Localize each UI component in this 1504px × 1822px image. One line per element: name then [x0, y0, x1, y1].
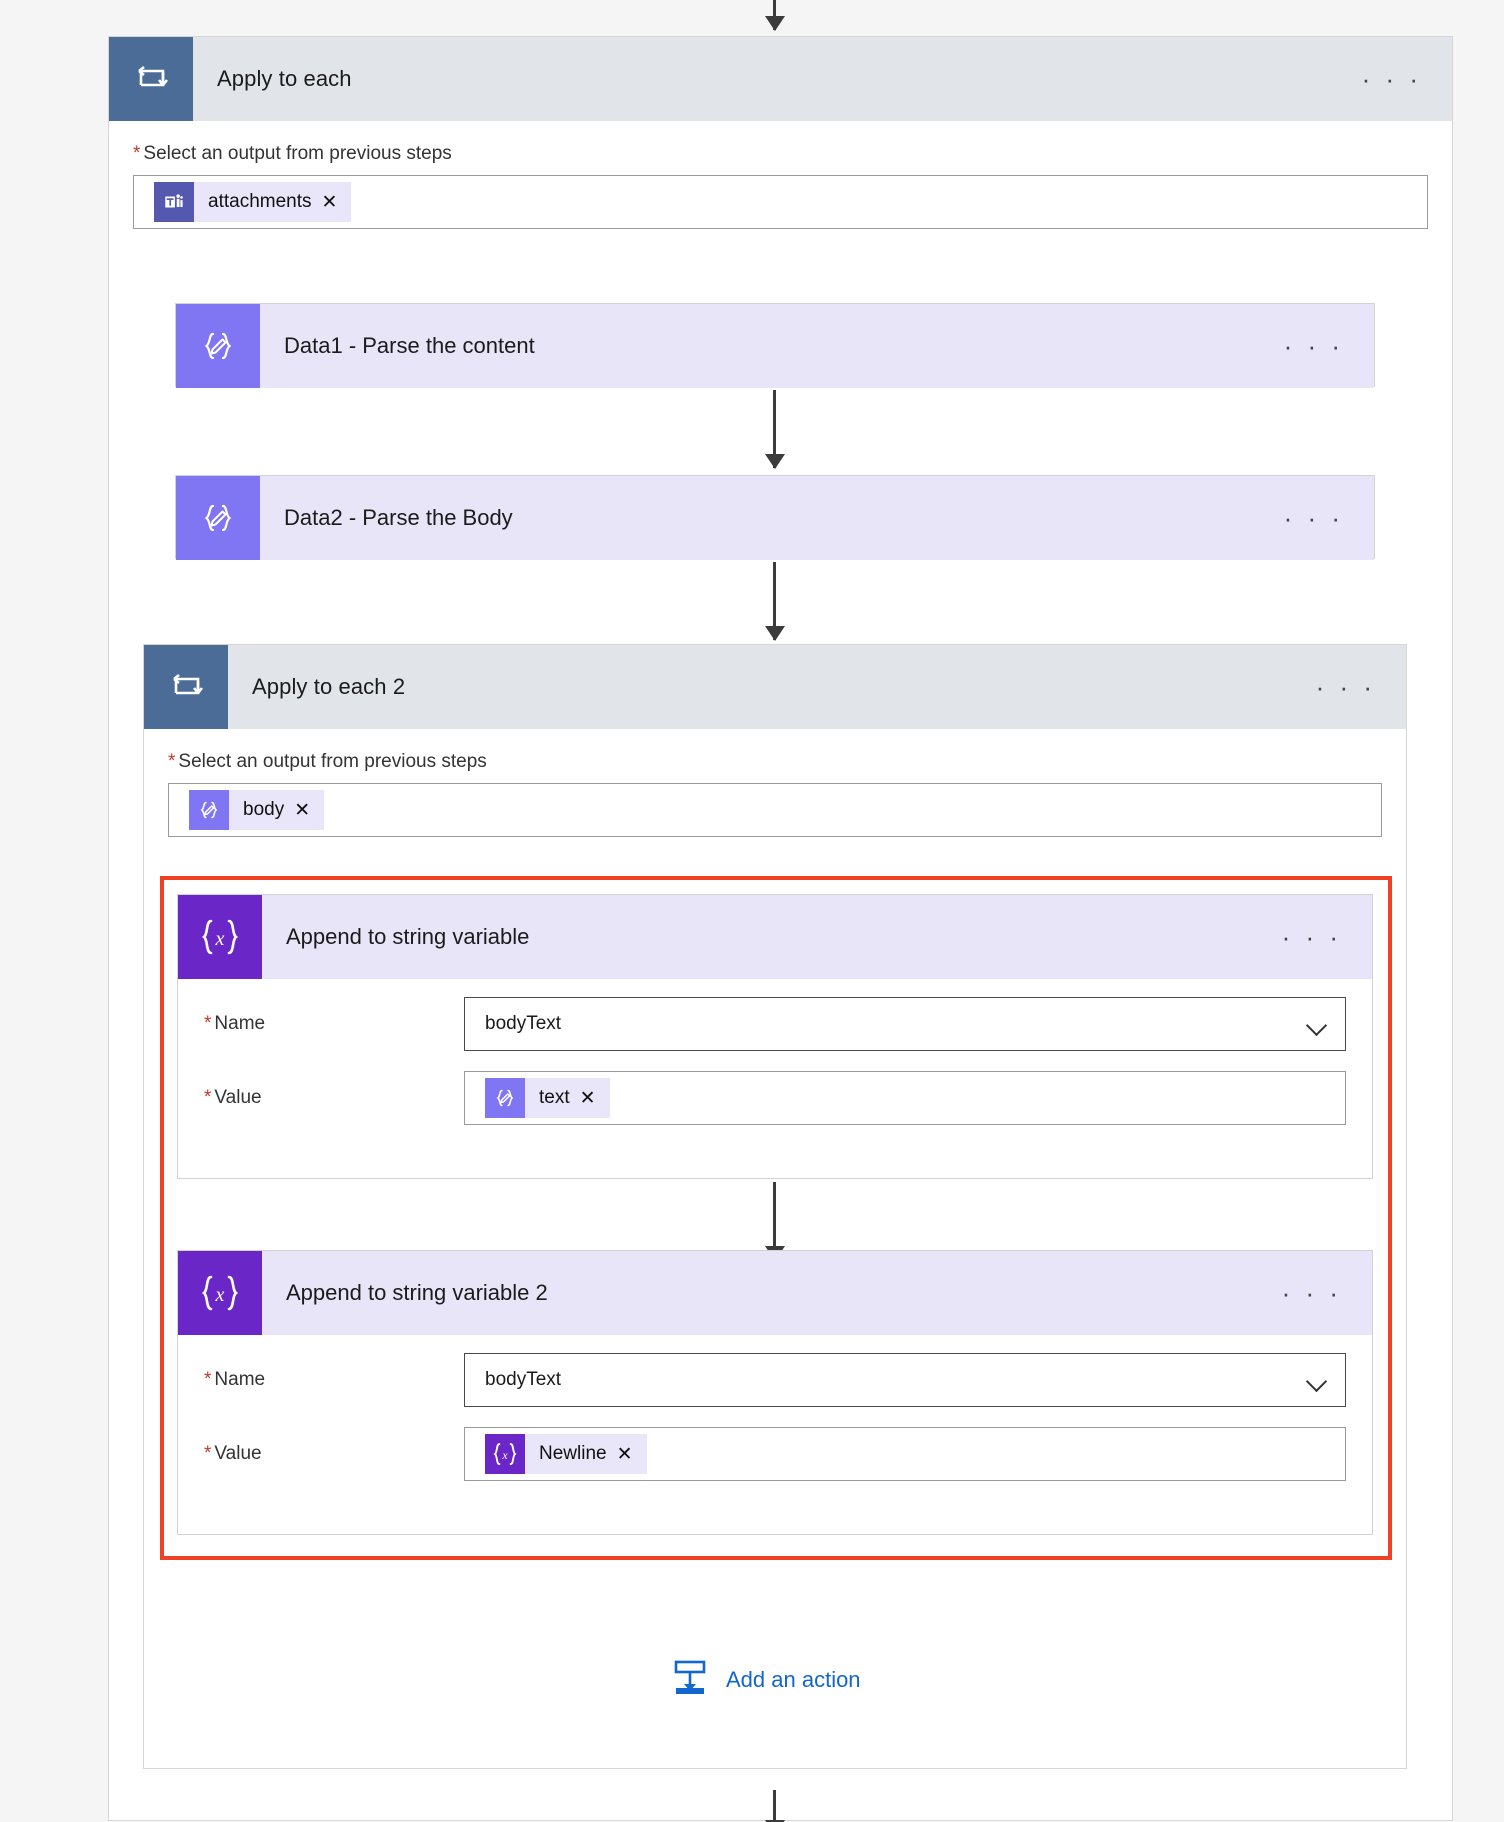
- append-1-name-control: bodyText: [464, 997, 1346, 1051]
- apply-to-each-menu-button[interactable]: · · ·: [1361, 63, 1422, 94]
- required-asterisk: *: [204, 1013, 212, 1034]
- append-1-menu-button[interactable]: · · ·: [1281, 921, 1342, 952]
- required-asterisk: *: [168, 751, 176, 772]
- append-1-body: *Name bodyText *Value: [178, 979, 1372, 1151]
- append-2-title: Append to string variable 2: [286, 1280, 548, 1305]
- append-1-value-label: *Value: [204, 1087, 464, 1109]
- outer-loop-field-label: *Select an output from previous steps: [133, 143, 1428, 165]
- append-2-value-input[interactable]: x Newline ✕: [464, 1427, 1346, 1481]
- required-asterisk: *: [133, 143, 141, 164]
- append-2-value-control: x Newline ✕: [464, 1427, 1346, 1481]
- append-2-value-row: *Value x Newline: [204, 1427, 1346, 1481]
- add-an-action-label: Add an action: [726, 1666, 861, 1692]
- token-body[interactable]: body ✕: [189, 790, 325, 830]
- apply-to-each-header[interactable]: Apply to each · · ·: [109, 37, 1452, 121]
- parse-content-header[interactable]: Data1 - Parse the content · · ·: [176, 304, 1374, 388]
- variables-icon: x: [485, 1434, 525, 1474]
- outer-loop-field-label-text: Select an output from previous steps: [143, 143, 452, 164]
- append-2-name-label-text: Name: [214, 1369, 266, 1390]
- svg-text:x: x: [501, 1448, 508, 1462]
- token-text-label: text: [539, 1087, 570, 1108]
- token-text-remove-icon[interactable]: ✕: [579, 1087, 596, 1109]
- token-body-remove-icon[interactable]: ✕: [294, 799, 311, 821]
- token-attachments[interactable]: attachments ✕: [154, 182, 352, 222]
- parse-body-header[interactable]: Data2 - Parse the Body · · ·: [176, 476, 1374, 560]
- append-1-name-label-text: Name: [214, 1013, 266, 1034]
- append-1-value-control: text ✕: [464, 1071, 1346, 1125]
- append-1-name-select[interactable]: bodyText: [464, 997, 1346, 1051]
- parse-body-menu-button[interactable]: · · ·: [1283, 502, 1344, 533]
- inner-loop-field-label-text: Select an output from previous steps: [178, 751, 487, 772]
- append-2-body: *Name bodyText *Value: [178, 1335, 1372, 1507]
- required-asterisk: *: [204, 1369, 212, 1390]
- append-1-value-input[interactable]: text ✕: [464, 1071, 1346, 1125]
- append-1-value-label-text: Value: [214, 1087, 262, 1108]
- parse-body-title: Data2 - Parse the Body: [284, 505, 513, 530]
- variables-icon: x: [178, 895, 262, 979]
- append-2-name-select[interactable]: bodyText: [464, 1353, 1346, 1407]
- token-attachments-label: attachments: [208, 191, 312, 212]
- parse-json-icon: [485, 1078, 525, 1118]
- svg-text:x: x: [215, 928, 225, 950]
- append-1-name-row: *Name bodyText: [204, 997, 1346, 1051]
- append-1-value-row: *Value text: [204, 1071, 1346, 1125]
- append-1-header[interactable]: x Append to string variable · · ·: [178, 895, 1372, 979]
- action-card-parse-content[interactable]: Data1 - Parse the content · · ·: [175, 303, 1375, 388]
- token-attachments-remove-icon[interactable]: ✕: [321, 191, 338, 213]
- apply-to-each-body: *Select an output from previous steps: [109, 121, 1452, 239]
- svg-text:x: x: [215, 1284, 225, 1306]
- apply-to-each-2-menu-button[interactable]: · · ·: [1315, 671, 1376, 702]
- connector-arrow-parse-content-to-parse-body: [773, 390, 776, 468]
- variables-icon: x: [178, 1251, 262, 1335]
- append-2-header[interactable]: x Append to string variable 2 · · ·: [178, 1251, 1372, 1335]
- action-card-append-to-string-variable[interactable]: x Append to string variable · · · *Name …: [177, 894, 1373, 1179]
- append-2-menu-button[interactable]: · · ·: [1281, 1277, 1342, 1308]
- parse-content-title: Data1 - Parse the content: [284, 333, 535, 358]
- append-2-value-label-text: Value: [214, 1443, 262, 1464]
- add-an-action-button[interactable]: Add an action: [668, 1655, 861, 1704]
- apply-to-each-2-body: *Select an output from previous steps bo…: [144, 729, 1406, 847]
- connector-arrow-out-of-outer-loop: [773, 1790, 776, 1822]
- parse-json-icon: [176, 304, 260, 388]
- apply-to-each-title: Apply to each: [217, 66, 352, 91]
- token-newline-label: Newline: [539, 1443, 607, 1464]
- loop-icon: [144, 645, 228, 729]
- chevron-down-icon[interactable]: [1307, 1374, 1329, 1386]
- apply-to-each-2-title: Apply to each 2: [252, 674, 406, 699]
- append-2-name-value: bodyText: [485, 1369, 562, 1390]
- action-card-parse-body[interactable]: Data2 - Parse the Body · · ·: [175, 475, 1375, 560]
- outer-loop-token-input[interactable]: attachments ✕: [133, 175, 1428, 229]
- token-text[interactable]: text ✕: [485, 1078, 610, 1118]
- token-newline-remove-icon[interactable]: ✕: [616, 1443, 633, 1465]
- append-1-name-label: *Name: [204, 1013, 464, 1035]
- connector-arrow-into-outer-loop: [773, 0, 776, 30]
- append-1-name-value: bodyText: [485, 1013, 562, 1034]
- teams-icon: [154, 182, 194, 222]
- append-1-title: Append to string variable: [286, 924, 530, 949]
- inner-loop-field-label: *Select an output from previous steps: [168, 751, 1382, 773]
- token-body-label: body: [243, 799, 285, 820]
- parse-json-icon: [189, 790, 229, 830]
- loop-icon: [109, 37, 193, 121]
- required-asterisk: *: [204, 1443, 212, 1464]
- append-2-value-label: *Value: [204, 1443, 464, 1465]
- parse-content-menu-button[interactable]: · · ·: [1283, 330, 1344, 361]
- required-asterisk: *: [204, 1087, 212, 1108]
- token-newline[interactable]: x Newline ✕: [485, 1434, 647, 1474]
- apply-to-each-2-header[interactable]: Apply to each 2 · · ·: [144, 645, 1406, 729]
- inner-loop-token-input[interactable]: body ✕: [168, 783, 1382, 837]
- action-card-append-to-string-variable-2[interactable]: x Append to string variable 2 · · · *Nam…: [177, 1250, 1373, 1535]
- append-2-name-label: *Name: [204, 1369, 464, 1391]
- connector-arrow-parse-body-to-inner-loop: [773, 562, 776, 640]
- append-2-name-control: bodyText: [464, 1353, 1346, 1407]
- connector-arrow-append1-to-append2: [773, 1182, 776, 1260]
- chevron-down-icon[interactable]: [1307, 1018, 1329, 1030]
- append-2-name-row: *Name bodyText: [204, 1353, 1346, 1407]
- parse-json-icon: [176, 476, 260, 560]
- insert-below-icon: [668, 1655, 712, 1704]
